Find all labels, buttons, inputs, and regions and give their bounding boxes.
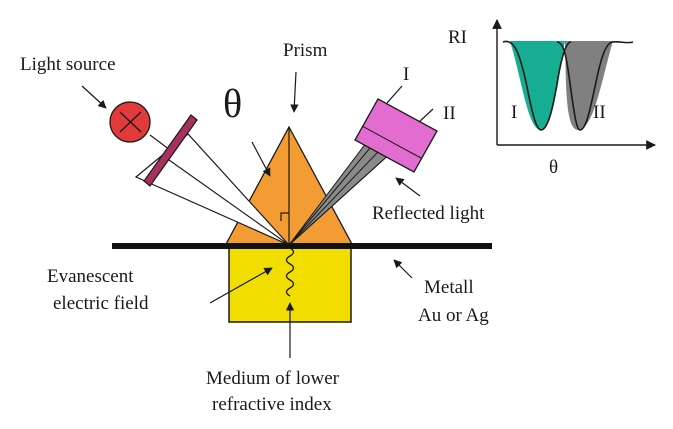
evanescent-field-wave	[285, 247, 295, 297]
dip-II-curve	[556, 40, 634, 131]
light-source-arrow	[81, 85, 107, 109]
reflected-light-arrow	[395, 177, 421, 197]
light-source	[109, 101, 151, 143]
metal-label-line2: Au or Ag	[418, 305, 489, 326]
theta-symbol: θ	[223, 81, 242, 126]
prism-arrow	[290, 71, 299, 113]
evanescent-arrow	[209, 267, 273, 304]
inset-y-axis-label: RI	[448, 27, 467, 48]
prism-angle-mark	[280, 212, 289, 221]
theta-arrow	[251, 141, 271, 177]
evanescent-label-line2: electric field	[53, 293, 149, 314]
incident-beam-ray	[149, 134, 171, 151]
reflected-light-label: Reflected light	[372, 203, 485, 224]
beam-I-label: I	[403, 64, 409, 85]
medium-label-line2: refractive index	[212, 394, 332, 415]
beam-II-label: II	[443, 103, 456, 124]
inset-curve-I-label: I	[511, 102, 517, 123]
inset-x-axis-label: θ	[549, 157, 558, 178]
light-source-label: Light source	[20, 54, 116, 75]
dip-I	[510, 41, 565, 130]
dip-I-curve	[502, 40, 572, 131]
polarizer-plate	[143, 114, 198, 187]
metal-arrow	[393, 259, 413, 279]
inset-curve-II-label: II	[593, 102, 606, 123]
detector-inner-edge	[361, 125, 422, 159]
reflected-beam-edge	[288, 141, 404, 246]
dip-II	[565, 41, 613, 130]
metal-label-line1: Metall	[424, 277, 474, 298]
prism-label: Prism	[283, 40, 328, 61]
resonance-inset-plot: RI θ I II	[448, 19, 656, 178]
incident-beam-center	[161, 154, 290, 246]
evanescent-label-line1: Evanescent	[47, 266, 134, 287]
medium-label-line1: Medium of lower	[206, 368, 340, 389]
